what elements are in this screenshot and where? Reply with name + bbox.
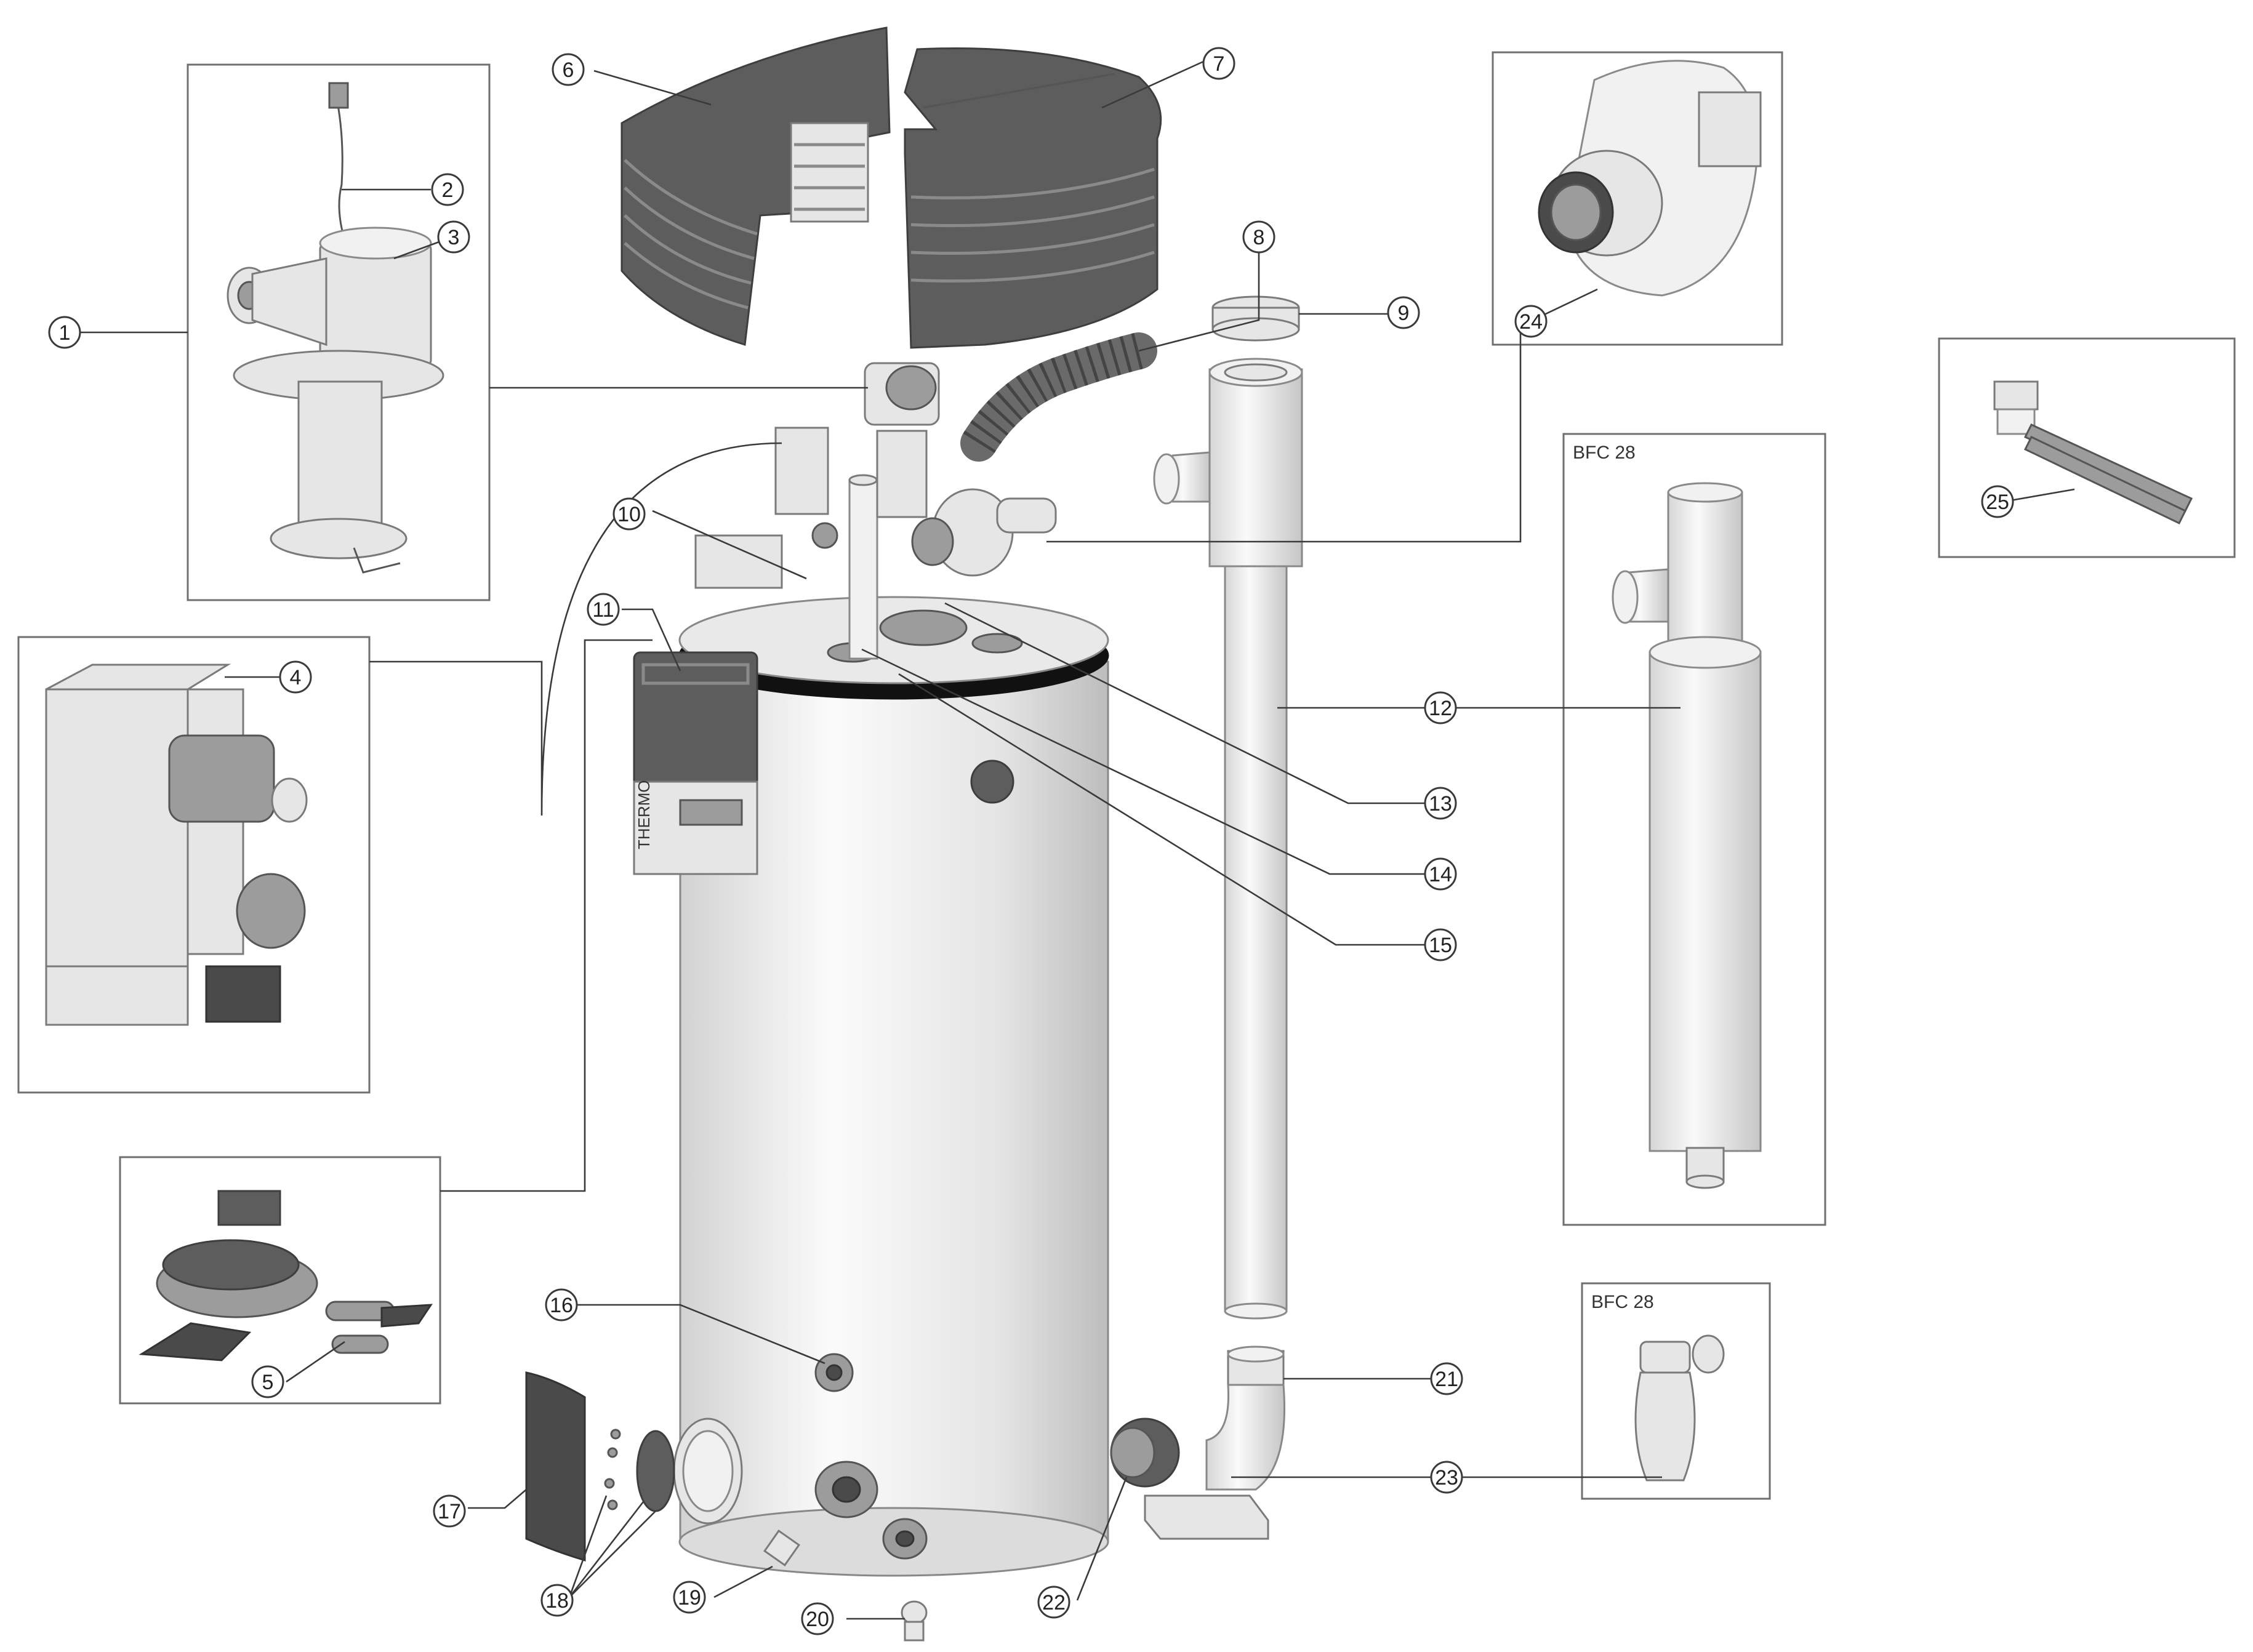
- callout-14: 14: [1424, 857, 1457, 891]
- svg-text:20: 20: [806, 1608, 829, 1631]
- svg-text:22: 22: [1042, 1591, 1066, 1614]
- callout-3: 3: [437, 220, 470, 254]
- frame-gas-valve: [17, 636, 371, 1094]
- svg-text:5: 5: [262, 1371, 274, 1394]
- svg-text:1: 1: [59, 321, 71, 345]
- control-unit: THERMO: [633, 651, 758, 875]
- callout-17: 17: [433, 1494, 466, 1528]
- callout-1: 1: [48, 316, 81, 349]
- callout-22: 22: [1037, 1586, 1070, 1619]
- svg-text:2: 2: [442, 178, 454, 202]
- svg-text:18: 18: [545, 1589, 569, 1613]
- frame-bfc-trap: [1581, 1282, 1771, 1500]
- burner-assembly: [227, 82, 444, 574]
- bfc-vent-label: BFC 28: [1573, 443, 1636, 463]
- callout-5: 5: [251, 1365, 284, 1398]
- frame-bfc-vent: [1562, 433, 1826, 1226]
- callout-25: 25: [1981, 485, 2014, 518]
- control-unit-badge: THERMO: [635, 780, 653, 849]
- callout-15: 15: [1424, 928, 1457, 961]
- callout-7: 7: [1202, 47, 1235, 80]
- callout-20: 20: [801, 1602, 834, 1635]
- gas-valve: [45, 664, 308, 1026]
- callout-9: 9: [1387, 296, 1420, 329]
- igniter: [1993, 380, 2193, 524]
- svg-text:21: 21: [1435, 1368, 1458, 1391]
- pressure-switch: [139, 1190, 433, 1361]
- top-cover-left: [620, 26, 891, 346]
- svg-text:11: 11: [592, 598, 614, 622]
- callout-13: 13: [1424, 787, 1457, 820]
- svg-text:23: 23: [1435, 1466, 1458, 1490]
- svg-text:12: 12: [1429, 697, 1452, 720]
- bfc-vent-pipe: [1612, 482, 1762, 1189]
- frame-blower: [1492, 51, 1783, 346]
- callout-10: 10: [612, 497, 646, 531]
- callout-16: 16: [545, 1288, 578, 1321]
- flex-hose: [960, 332, 1157, 462]
- svg-text:13: 13: [1429, 792, 1452, 816]
- callout-12: 12: [1424, 691, 1457, 724]
- frame-igniter: [1938, 337, 2236, 558]
- svg-text:15: 15: [1429, 934, 1452, 957]
- leader-lines: [80, 60, 2075, 1620]
- callout-21: 21: [1430, 1362, 1463, 1395]
- svg-text:14: 14: [1429, 863, 1452, 886]
- bfc-trap: [1634, 1334, 1725, 1482]
- callout-24: 24: [1514, 305, 1548, 338]
- svg-text:9: 9: [1398, 302, 1410, 325]
- callout-19: 19: [673, 1581, 706, 1614]
- vent-pipe: [1153, 295, 1303, 1320]
- svg-text:19: 19: [678, 1586, 701, 1610]
- svg-text:24: 24: [1519, 310, 1543, 334]
- svg-text:3: 3: [448, 226, 460, 249]
- tank-top-components: [694, 362, 1057, 660]
- callout-6: 6: [552, 53, 585, 86]
- frame-pressure-switch: [119, 1156, 441, 1405]
- svg-text:8: 8: [1253, 226, 1265, 249]
- svg-text:17: 17: [438, 1500, 461, 1523]
- callout-23: 23: [1430, 1461, 1463, 1494]
- callout-11: 11: [587, 593, 620, 626]
- cleanout-cover: [525, 1371, 675, 1562]
- svg-text:16: 16: [550, 1294, 573, 1317]
- callout-4: 4: [279, 660, 312, 694]
- condensate-elbow: [1110, 1345, 1286, 1540]
- top-cover-right: [904, 47, 1162, 349]
- svg-text:4: 4: [290, 666, 302, 689]
- svg-text:25: 25: [1986, 491, 2009, 514]
- blower: [1538, 60, 1762, 297]
- callout-8: 8: [1242, 220, 1275, 254]
- svg-text:10: 10: [617, 503, 641, 526]
- svg-text:7: 7: [1213, 52, 1225, 76]
- bfc-trap-label: BFC 28: [1591, 1292, 1654, 1312]
- callouts: 1 2 3 4 5 6 7 8 9 10 11 12 13 14 15 16 1…: [48, 47, 2014, 1635]
- callout-2: 2: [431, 173, 464, 206]
- svg-text:6: 6: [563, 58, 574, 82]
- callout-18: 18: [540, 1584, 574, 1617]
